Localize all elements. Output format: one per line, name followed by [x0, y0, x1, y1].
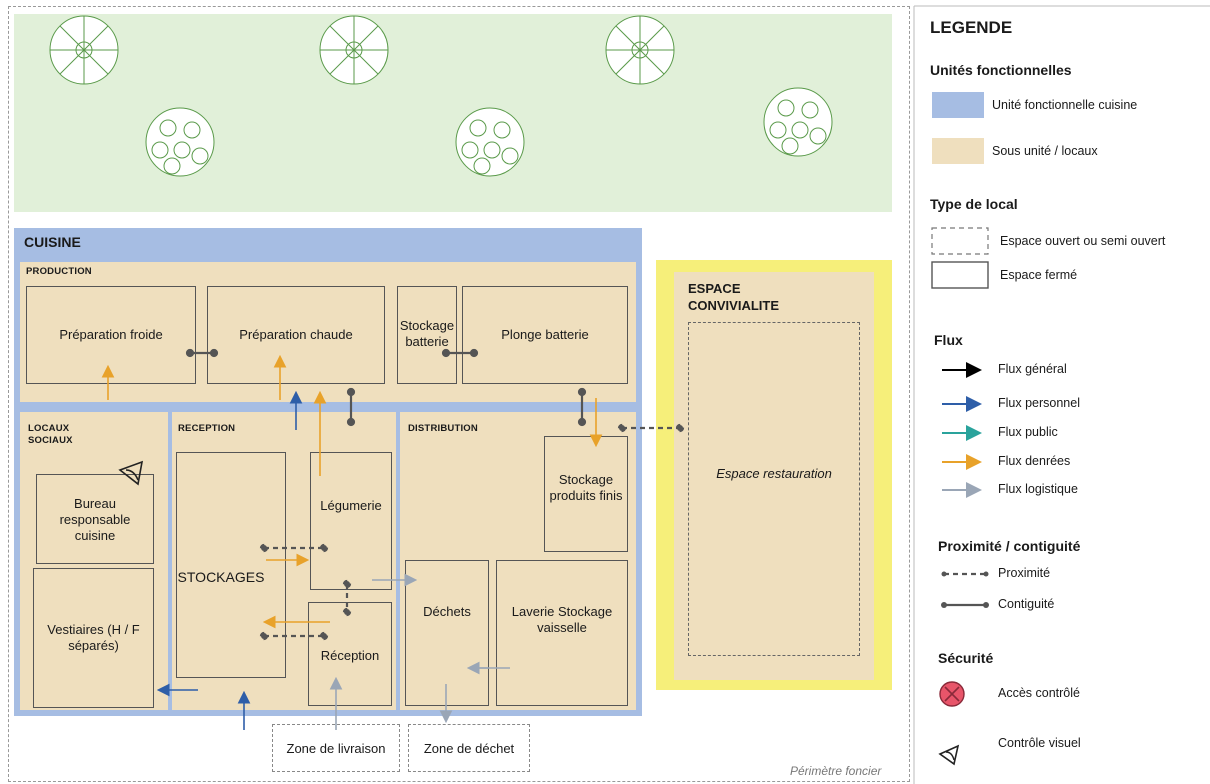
legend-proximite: Proximité: [998, 566, 1051, 580]
legend-ouvert: Espace ouvert ou semi ouvert: [1000, 234, 1166, 248]
legend-proximite-heading: Proximité / contiguité: [938, 538, 1081, 554]
legend-graphics: [913, 5, 1210, 784]
room-legumerie[interactable]: [310, 452, 392, 590]
room-prep-froide-label: Préparation froide: [59, 327, 163, 342]
legend-title: LEGENDE: [930, 18, 1013, 37]
zone-dechet[interactable]: [408, 724, 530, 772]
room-stockages[interactable]: [176, 452, 286, 678]
room-prep-chaude-label: Préparation chaude: [239, 327, 353, 342]
site-perimeter-label: Périmètre foncier: [790, 764, 882, 778]
room-prep-chaude[interactable]: [207, 286, 385, 384]
legend-acces: Accès contrôlé: [998, 686, 1080, 700]
room-stockage-batterie[interactable]: [397, 286, 457, 384]
room-laverie-label: Laverie Stockage vaisselle: [511, 604, 613, 635]
room-stockages-label: STOCKAGES: [177, 569, 265, 585]
room-vestiaires[interactable]: [33, 568, 154, 708]
legend-flux-logistique: Flux logistique: [998, 482, 1078, 496]
room-bureau[interactable]: [36, 474, 154, 564]
proximity-link: [259, 423, 685, 641]
espace-restauration-area[interactable]: [688, 322, 860, 656]
room-stockage-produits-label: Stockage produits finis: [549, 472, 623, 503]
room-reception-label: Réception: [320, 648, 380, 663]
room-vestiaires-label: Vestiaires (H / F séparés): [47, 622, 140, 653]
room-dechets[interactable]: [405, 560, 489, 706]
legend-flux-public: Flux public: [998, 425, 1058, 439]
legend-visuel: Contrôle visuel: [998, 736, 1081, 750]
legend-sous-unite: Sous unité / locaux: [992, 144, 1098, 158]
legend-contiguite: Contiguité: [998, 597, 1055, 611]
convivialite-inner: [674, 272, 874, 680]
flux-denrees-arrow: [101, 354, 603, 629]
legend-type-heading: Type de local: [930, 196, 1018, 212]
room-stockage-batterie-label: Stockage batterie: [399, 318, 455, 349]
room-bureau-label: Bureau responsable cuisine: [59, 496, 131, 543]
room-laverie[interactable]: [496, 560, 628, 706]
room-reception[interactable]: [308, 602, 392, 706]
kitchen-title: CUISINE: [24, 234, 81, 250]
legend-flux-general: Flux général: [998, 362, 1067, 376]
contiguity-link: [185, 348, 587, 427]
zone-dechet-label: Zone de déchet: [423, 741, 515, 756]
legend-unite-cuisine: Unité fonctionnelle cuisine: [992, 98, 1138, 112]
flux-personnel-arrow: [156, 390, 303, 730]
legend-unites-heading: Unités fonctionnelles: [930, 62, 1072, 78]
legend-securite-heading: Sécurité: [938, 650, 994, 666]
production-title: PRODUCTION: [26, 266, 92, 277]
room-plonge-batterie-label: Plonge batterie: [501, 327, 589, 342]
distribution-title: DISTRIBUTION: [408, 423, 478, 434]
controle-visuel-icon: [118, 460, 144, 486]
espace-restauration-label: Espace restauration: [716, 466, 832, 481]
legend-flux-denrees: Flux denrées: [998, 454, 1071, 468]
legend-flux-personnel: Flux personnel: [998, 396, 1080, 410]
room-stockage-produits[interactable]: [544, 436, 628, 552]
room-dechets-label: Déchets: [423, 604, 471, 619]
reception-title: RECEPTION: [178, 423, 236, 434]
site-perimeter: [8, 6, 910, 782]
room-plonge-batterie[interactable]: [462, 286, 628, 384]
room-legumerie-label: Légumerie: [320, 498, 382, 513]
legend-flux-heading: Flux: [934, 332, 963, 348]
flux-logistique-arrow: [329, 573, 510, 730]
locaux-sociaux-title: LOCAUX SOCIAUX: [28, 423, 73, 446]
convivialite-title: ESPACE CONVIVIALITE: [688, 281, 780, 313]
zone-livraison-label: Zone de livraison: [286, 741, 386, 756]
legend-ferme: Espace fermé: [1000, 268, 1078, 282]
